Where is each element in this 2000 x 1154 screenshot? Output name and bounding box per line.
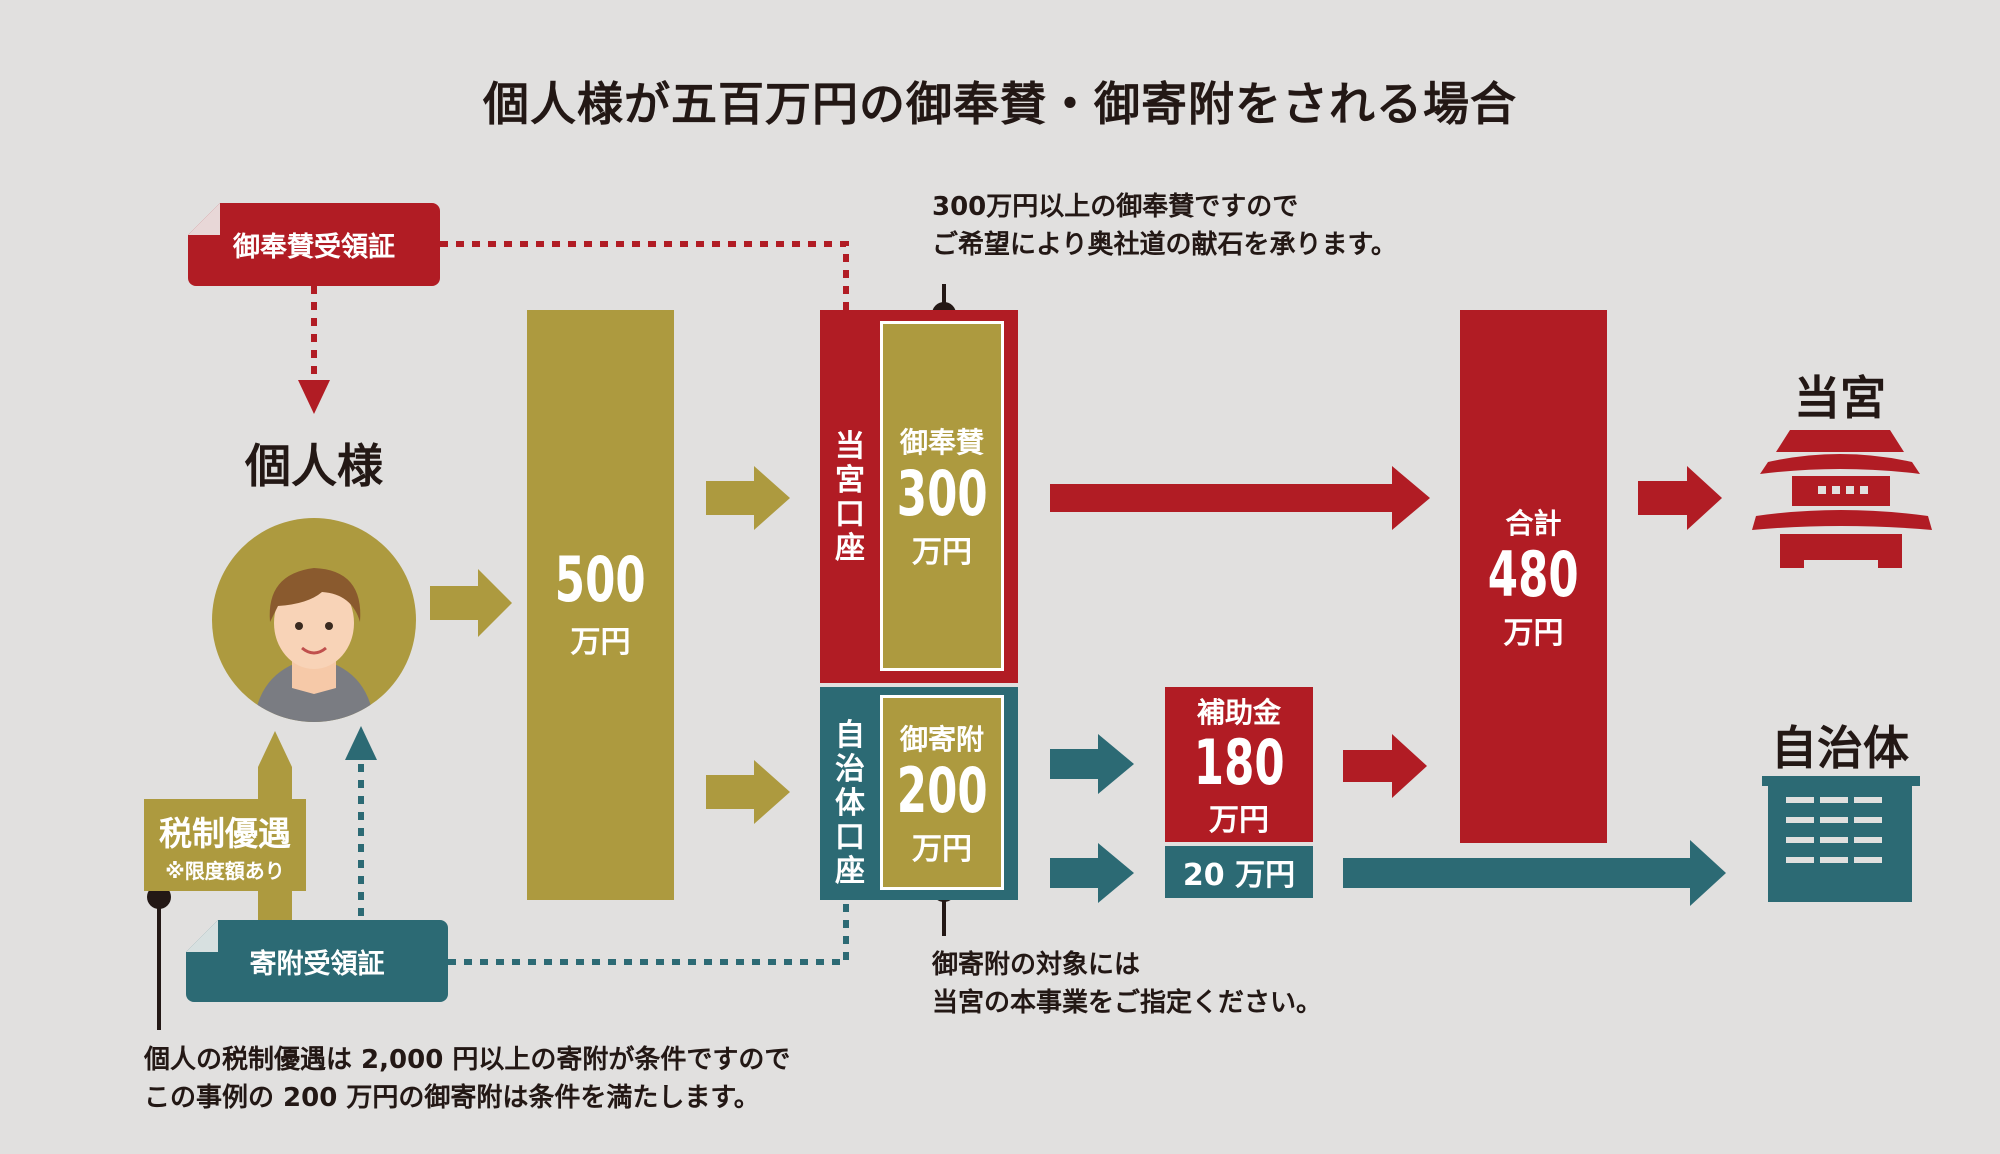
- receipt-top-connector: [440, 241, 849, 310]
- arrow-sum-to-shrine: [1638, 466, 1722, 530]
- arrow-shrine-to-sum: [1050, 466, 1430, 530]
- total-amount: 500: [555, 543, 646, 616]
- account-city-box: 御寄附 200 万円: [880, 695, 1004, 890]
- subsidy-amount: 180: [1193, 725, 1285, 799]
- total-bar: 500 万円: [527, 310, 674, 900]
- note-tax: 個人の税制優遇は 2,000 円以上の寄附が条件ですので この事例の 200 万…: [144, 1041, 790, 1117]
- remainder-amount: 20 万円: [1182, 858, 1296, 893]
- account-shrine-amount: 300: [896, 457, 988, 530]
- total-unit: 万円: [570, 625, 631, 660]
- tax-label: 税制優遇: [159, 813, 291, 853]
- receipt-top-arrowhead: [298, 380, 330, 414]
- account-shrine-box: 御奉賛 300 万円: [880, 321, 1004, 671]
- page-title: 個人様が五百万円の御奉賛・御寄附をされる場合: [483, 77, 1517, 131]
- account-city-unit: 万円: [912, 831, 972, 867]
- sum-unit: 万円: [1503, 615, 1564, 651]
- subsidy-unit: 万円: [1209, 802, 1269, 838]
- account-city-name: 御寄附: [899, 722, 984, 756]
- arrow-city-to-remainder: [1050, 843, 1134, 903]
- person-label: 個人様: [245, 439, 383, 493]
- receipt-top-label: 御奉賛受領証: [233, 232, 395, 263]
- person-avatar-icon: [212, 518, 416, 722]
- subsidy-box: 補助金 180 万円: [1165, 687, 1313, 842]
- account-shrine-label: 当宮口座: [835, 429, 865, 566]
- note-bottom: 御寄附の対象には 当宮の本事業をご指定ください。: [932, 946, 1322, 1022]
- tax-sub: ※限度額あり: [165, 858, 285, 883]
- remainder-box: 20 万円: [1165, 846, 1313, 898]
- account-city-label: 自治体口座: [835, 718, 865, 889]
- arrow-subsidy-to-sum: [1343, 734, 1427, 798]
- note-top-line-1: 300万円以上の御奉賛ですので: [932, 192, 1299, 222]
- receipt-bottom-label: 寄附受領証: [249, 948, 385, 980]
- arrow-remainder-to-city: [1343, 840, 1726, 906]
- dest-city-label: 自治体: [1771, 721, 1909, 775]
- sum-amount: 480: [1488, 537, 1579, 611]
- account-city-amount: 200: [896, 753, 988, 827]
- receipt-bottom-connector: [448, 870, 849, 965]
- sum-bar: 合計 480 万円: [1460, 310, 1607, 843]
- note-top: 300万円以上の御奉賛ですので ご希望により奥社道の献石を承ります。: [932, 188, 1397, 264]
- receipt-bottom: 寄附受領証: [186, 920, 448, 1002]
- receipt-bottom-arrowhead: [345, 726, 377, 760]
- note-bottom-line-2: 当宮の本事業をご指定ください。: [932, 988, 1323, 1018]
- receipt-top: 御奉賛受領証: [188, 203, 440, 286]
- subsidy-name: 補助金: [1196, 695, 1281, 729]
- dest-shrine-label: 当宮: [1794, 371, 1886, 425]
- tax-arrowhead: [258, 731, 292, 767]
- account-shrine-name: 御奉賛: [899, 426, 984, 459]
- note-top-line-2: ご希望により奥社道の献石を承ります。: [932, 230, 1397, 260]
- arrow-total-to-city: [706, 760, 790, 824]
- sum-name: 合計: [1505, 506, 1562, 540]
- account-shrine-unit: 万円: [912, 535, 972, 570]
- note-tax-line-2: この事例の 200 万円の御寄附は条件を満たします。: [144, 1083, 760, 1113]
- arrow-person-to-total: [430, 569, 512, 637]
- arrow-total-to-shrine: [706, 466, 790, 530]
- note-bottom-line-1: 御寄附の対象には: [932, 950, 1141, 980]
- tax-box: 税制優遇 ※限度額あり: [144, 799, 306, 891]
- arrow-city-to-subsidy: [1050, 734, 1134, 794]
- note-tax-line-1: 個人の税制優遇は 2,000 円以上の寄附が条件ですので: [144, 1045, 791, 1075]
